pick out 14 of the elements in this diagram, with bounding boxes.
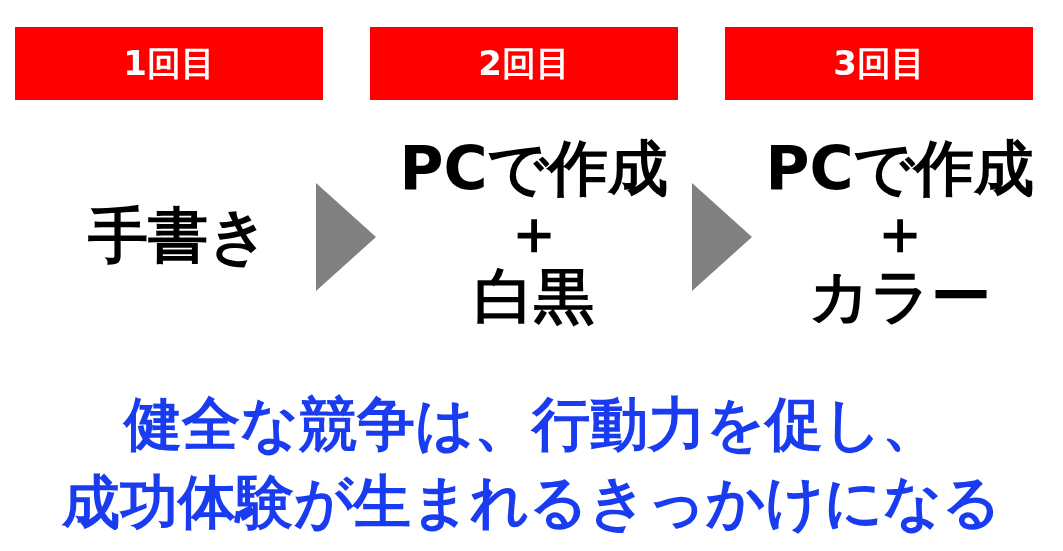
step-text: カラー [809, 264, 991, 328]
arrow [692, 183, 752, 291]
header-box: 1回目 [15, 27, 323, 100]
message-text: 成功体験が生まれるきっかけになる [60, 470, 1002, 534]
message-text: 健全な競争は、行動力を促し、 [121, 392, 941, 456]
step-text: ＋ [504, 200, 564, 264]
arrow [316, 183, 376, 291]
step-text: 手書き [87, 203, 269, 267]
header-box: 3回目 [725, 27, 1033, 100]
step-text: 白黒 [474, 264, 594, 328]
step-text: PCで作成 [399, 136, 669, 200]
step-text: PCで作成 [765, 136, 1035, 200]
step-text: ＋ [870, 200, 930, 264]
header-box: 2回目 [370, 27, 678, 100]
